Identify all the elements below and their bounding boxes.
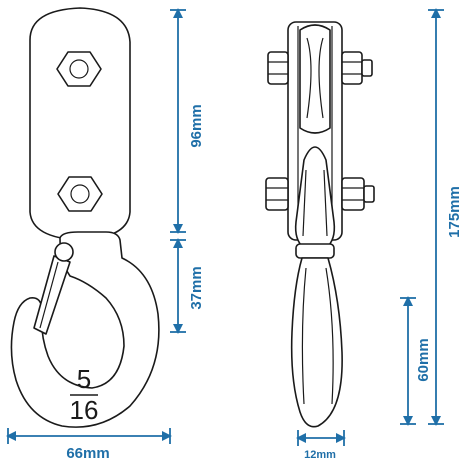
size-marking: 5 16 bbox=[70, 364, 99, 425]
shank-detail-left bbox=[302, 169, 307, 237]
dim-hook-drop: 37mm bbox=[170, 238, 205, 334]
lower-hex-nut bbox=[57, 176, 103, 212]
dim-label-hook-side-height: 60mm bbox=[415, 338, 432, 381]
lower-axle-nut-left bbox=[265, 177, 289, 211]
dim-sheave-width: 12mm bbox=[296, 430, 346, 461]
lower-axle-bolt-end bbox=[363, 185, 375, 203]
hook-edge-inner-right bbox=[325, 267, 334, 405]
upper-axle-bolt-end bbox=[361, 59, 373, 77]
side-plate bbox=[29, 7, 131, 241]
sheave-wheel bbox=[299, 24, 331, 134]
dim-label-plate-height: 96mm bbox=[188, 104, 205, 147]
dim-label-hook-drop: 37mm bbox=[188, 266, 205, 309]
hook-body bbox=[10, 231, 160, 428]
upper-axle-nut-right bbox=[341, 51, 363, 85]
upper-hex-nut bbox=[56, 51, 102, 87]
latch-pivot bbox=[54, 242, 74, 262]
size-denominator: 16 bbox=[70, 395, 99, 425]
dim-label-total-height: 175mm bbox=[446, 186, 463, 238]
dim-hook-width: 66mm bbox=[6, 428, 172, 462]
sheave-groove-right bbox=[318, 37, 324, 119]
size-numerator: 5 bbox=[77, 364, 91, 394]
upper-axle-nut-left bbox=[267, 51, 289, 85]
latch-pivot-edge bbox=[295, 243, 335, 259]
shank-detail-right bbox=[323, 169, 328, 237]
front-view: 5 16 bbox=[10, 7, 160, 428]
dim-hook-side-height: 60mm bbox=[400, 296, 432, 426]
hook-edge bbox=[290, 257, 343, 428]
dim-label-hook-width: 66mm bbox=[66, 445, 109, 462]
side-view bbox=[265, 21, 375, 428]
dim-plate-height: 96mm bbox=[170, 7, 205, 234]
sheave-groove-left bbox=[306, 37, 312, 119]
hook-edge-inner-left bbox=[301, 267, 307, 405]
dim-total-height: 175mm bbox=[428, 7, 463, 426]
lower-axle-nut-right bbox=[341, 177, 365, 211]
dim-label-sheave-width: 12mm bbox=[304, 449, 336, 461]
safety-latch bbox=[33, 255, 71, 335]
dimensions: 66mm 96mm 37mm 175mm 60mm bbox=[6, 7, 463, 462]
